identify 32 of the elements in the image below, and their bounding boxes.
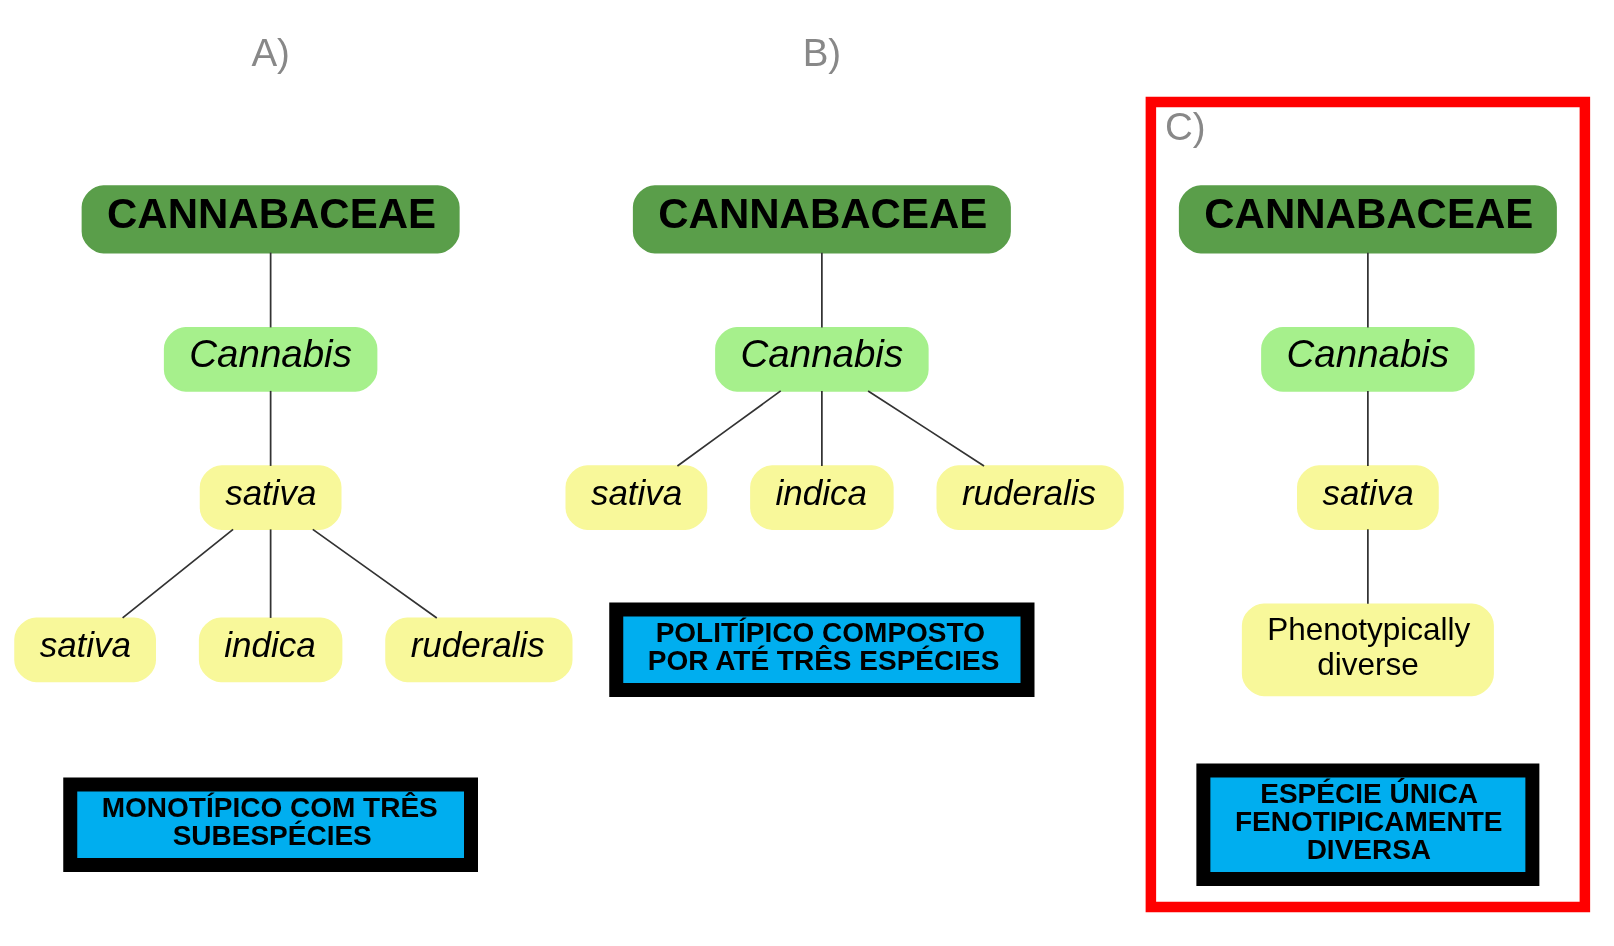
node-box: ESPÉCIE ÚNICA FENOTIPICAMENTE DIVERSA: [1196, 763, 1540, 886]
node-box: ruderalis: [385, 617, 573, 683]
connector: [1367, 528, 1369, 605]
node-box: sativa: [565, 465, 708, 530]
connector: [269, 390, 272, 467]
connector: [121, 528, 234, 619]
node-box: indica: [750, 465, 894, 530]
node-box: Cannabis: [163, 326, 378, 392]
node-box: Phenotypically diverse: [1241, 603, 1494, 697]
node-box: CANNABACEAE: [632, 185, 1011, 254]
connector: [269, 528, 272, 619]
node-box: ruderalis: [936, 465, 1124, 530]
node-box: sativa: [199, 465, 342, 530]
node-box: CANNABACEAE: [1178, 185, 1557, 254]
node-box: POLITÍPICO COMPOSTO POR ATÉ TRÊS ESPÉCIES: [609, 602, 1035, 697]
node-box: indica: [198, 617, 343, 683]
node-box: sativa: [1297, 465, 1439, 530]
connector: [311, 528, 438, 619]
node-box: sativa: [14, 617, 156, 683]
connector: [821, 251, 823, 329]
connector: [1367, 390, 1369, 467]
connector: [676, 390, 782, 467]
node-box: MONOTÍPICO COM TRÊS SUBESPÉCIES: [63, 777, 478, 872]
node-box: Cannabis: [715, 326, 929, 392]
connector: [1367, 251, 1369, 329]
connector: [867, 390, 985, 467]
label: B): [802, 31, 842, 75]
connector: [821, 390, 823, 467]
connector: [269, 251, 272, 329]
node-box: CANNABACEAE: [81, 185, 460, 254]
node-box: Cannabis: [1261, 326, 1475, 392]
label: A): [251, 31, 290, 75]
